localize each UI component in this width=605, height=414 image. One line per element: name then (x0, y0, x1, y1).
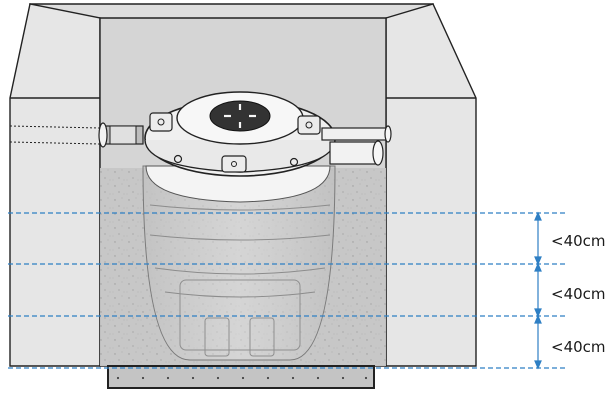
dimension-arrows (534, 211, 542, 370)
measurement-label-3: <40cm (551, 338, 605, 356)
gravel-base (107, 365, 375, 389)
septic-tank (142, 91, 336, 361)
level-guide-lines (8, 212, 565, 369)
measurement-label-2: <40cm (551, 285, 605, 303)
inlet-pipe (9, 122, 144, 148)
outlet-pipe (321, 125, 392, 166)
dimension-labels: <40cm <40cm <40cm (551, 232, 605, 356)
measurement-label-1: <40cm (551, 232, 605, 250)
